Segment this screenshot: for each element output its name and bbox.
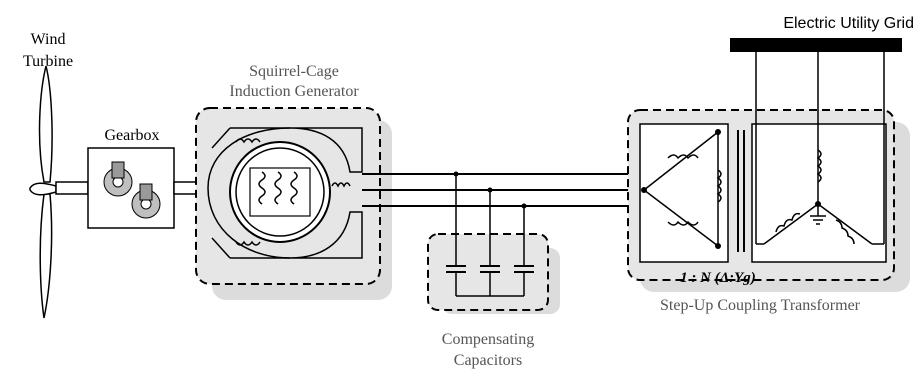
gearbox-label: Gearbox <box>104 127 159 144</box>
capacitor-bank <box>446 174 534 297</box>
ground-icon <box>810 204 826 225</box>
capacitors-label-2: Capacitors <box>454 352 522 369</box>
wind-turbine-icon <box>29 65 89 319</box>
gearbox-block <box>87 147 209 229</box>
transformer-label: Step-Up Coupling Transformer <box>660 297 861 314</box>
gear-icon <box>103 161 161 219</box>
grid-label: Electric Utility Grid <box>783 15 914 32</box>
generator-stator <box>207 127 363 259</box>
generator-label-1: Squirrel-Cage <box>249 63 339 80</box>
coil-icon <box>667 154 722 226</box>
ratio-label: 1 : N (Δ:Yg) <box>680 270 756 286</box>
wind-turbine-label-2: Turbine <box>23 53 73 70</box>
coil-icon <box>775 149 855 245</box>
coil-icon <box>258 171 298 205</box>
capacitors-label-1: Compensating <box>442 331 534 348</box>
transformer <box>639 123 887 263</box>
stator-coils <box>235 138 351 246</box>
three-phase-lines <box>362 171 640 209</box>
utility-grid-bus <box>730 38 902 245</box>
generator-label-2: Induction Generator <box>229 83 359 100</box>
wind-turbine-label-1: Wind <box>31 31 66 48</box>
